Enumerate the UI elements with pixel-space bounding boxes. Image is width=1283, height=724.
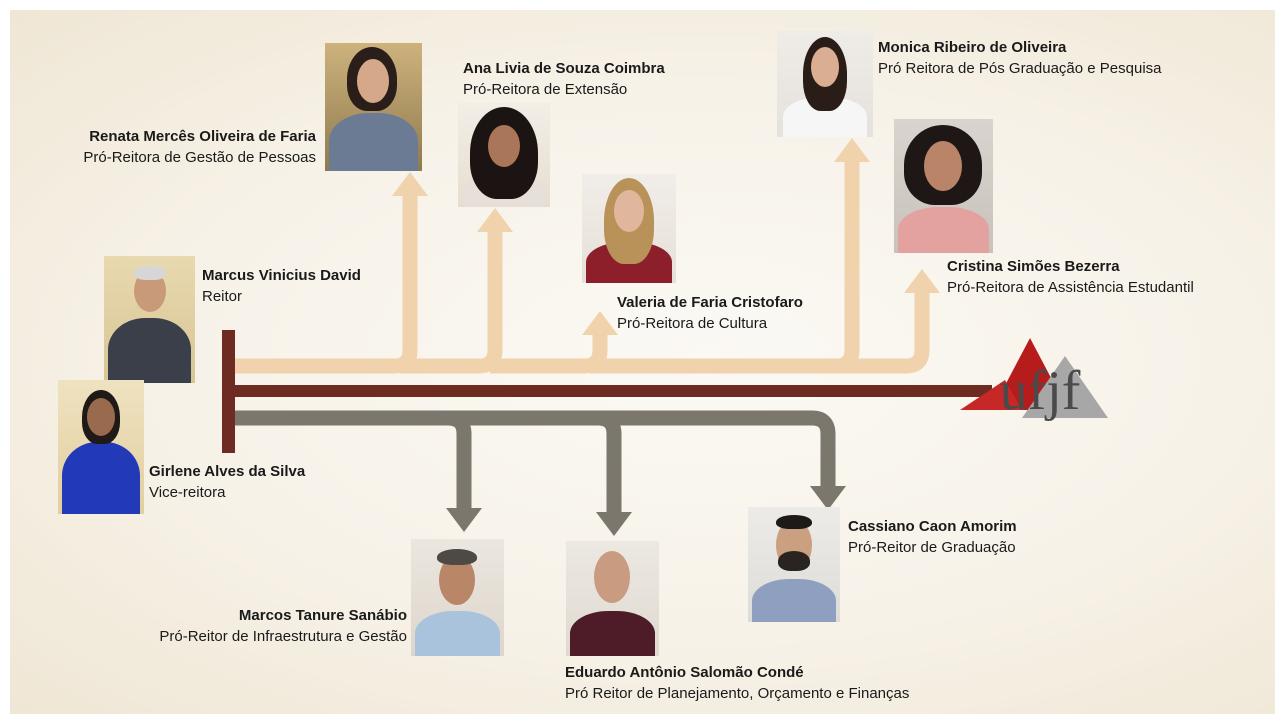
person-name: Marcos Tanure Sanábio [238, 607, 407, 624]
marcos-photo [411, 539, 504, 656]
arrowhead-monica [834, 138, 870, 162]
person-role: Pró Reitora de Pós Graduação e Pesquisa [878, 60, 1162, 77]
eduardo-label: Eduardo Antônio Salomão Condé Pró Reitor… [565, 662, 909, 704]
person-role: Pró-Reitor de Graduação [848, 539, 1016, 556]
person-role: Reitor [202, 288, 243, 305]
renata-label: Renata Mercês Oliveira de Faria Pró-Reit… [83, 126, 316, 168]
person-role: Pró-Reitora de Gestão de Pessoas [83, 149, 316, 166]
arrow-to-valeria [490, 335, 608, 374]
arrowhead-valeria [582, 311, 618, 335]
cristina-photo [894, 119, 993, 253]
person-role: Pró-Reitora de Extensão [463, 81, 628, 98]
person-role: Pró-Reitor de Infraestrutura e Gestão [159, 628, 407, 645]
person-name: Cassiano Caon Amorim [848, 518, 1017, 535]
eduardo-photo [566, 541, 659, 656]
person-role: Pró-Reitora de Cultura [617, 315, 768, 332]
ufjf-logo: ufjf [960, 338, 1108, 422]
person-name: Marcus Vinicius David [202, 267, 361, 284]
girlene-label: Girlene Alves da Silva Vice-reitora [149, 461, 305, 503]
person-name: Valeria de Faria Cristofaro [617, 294, 803, 311]
arrowhead-cassiano [810, 486, 846, 510]
lower-branches [235, 410, 846, 536]
arrowhead-ana [477, 208, 513, 232]
marcus-label: Marcus Vinicius David Reitor [202, 265, 361, 307]
person-role: Pró Reitor de Planejamento, Orçamento e … [565, 685, 910, 702]
monica-photo [777, 31, 873, 137]
valeria-photo [582, 174, 676, 283]
ufjf-logo-text: ufjf [1000, 360, 1081, 422]
arrowhead-cristina [904, 269, 940, 293]
person-role: Pró-Reitora de Assistência Estudantil [947, 279, 1194, 296]
cassiano-photo [748, 507, 840, 622]
upper-branches [235, 138, 940, 374]
person-name: Monica Ribeiro de Oliveira [878, 39, 1067, 56]
girlene-photo [58, 380, 144, 514]
marcus-photo [104, 256, 195, 383]
valeria-label: Valeria de Faria Cristofaro Pró-Reitora … [617, 292, 803, 334]
arrowhead-eduardo [596, 512, 632, 536]
marcos-label: Marcos Tanure Sanábio Pró-Reitor de Infr… [159, 605, 407, 647]
trunk-horizontal [222, 385, 992, 397]
person-name: Eduardo Antônio Salomão Condé [565, 664, 804, 681]
cristina-label: Cristina Simões Bezerra Pró-Reitora de A… [947, 256, 1194, 298]
person-name: Cristina Simões Bezerra [947, 258, 1120, 275]
person-role: Vice-reitora [149, 484, 226, 501]
cassiano-label: Cassiano Caon Amorim Pró-Reitor de Gradu… [848, 516, 1017, 558]
person-name: Ana Livia de Souza Coimbra [463, 60, 665, 77]
ana-photo [458, 103, 550, 207]
arrow-to-cassiano [600, 410, 836, 486]
person-name: Renata Mercês Oliveira de Faria [89, 128, 316, 145]
person-name: Girlene Alves da Silva [149, 463, 306, 480]
monica-label: Monica Ribeiro de Oliveira Pró Reitora d… [878, 37, 1162, 79]
arrowhead-marcos [446, 508, 482, 532]
ana-label: Ana Livia de Souza Coimbra Pró-Reitora d… [463, 58, 665, 100]
renata-photo [325, 43, 422, 171]
arrow-to-cristina [840, 293, 930, 374]
arrowhead-renata [392, 172, 428, 196]
